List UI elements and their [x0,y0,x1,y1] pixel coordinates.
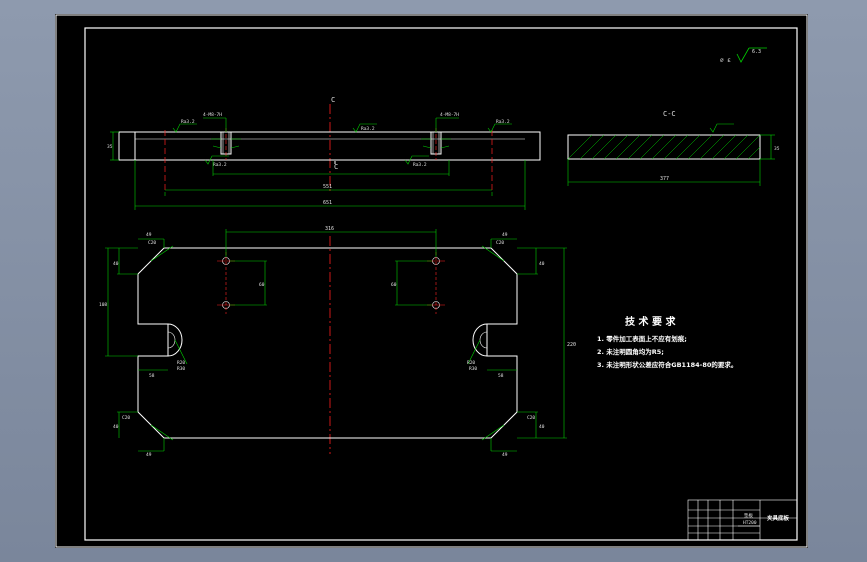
general-roughness-value: 6.3 [752,49,761,55]
dim-slot-r2-right: R30 [469,366,477,372]
title-part-name: 垫板 [744,512,753,519]
note-1: 1. 零件加工表面上不应有划痕; [597,334,687,343]
thread-hole-left [211,128,241,160]
dim-section-width: 377 [660,176,669,182]
dim-corner-49-br: 49 [502,452,508,458]
cad-drawing: ⌀ ε 6.3 C C [55,14,808,548]
dim-corner-40-bl: 40 [113,424,119,430]
dim-corner-49-tl: 49 [146,232,152,238]
roughness-5: Ra3.2 [213,162,227,168]
sheet-outer-border [55,14,808,548]
dim-corner-49-bl: 49 [146,452,152,458]
dim-corner-49-tr: 49 [502,232,508,238]
dim-corner-40-tr: 40 [539,261,545,267]
general-roughness-symbol: ⌀ ε 6.3 [720,47,767,64]
dim-hole-spacing-right: 60 [391,282,397,288]
note-3: 3. 未注明形状公差应符合GB1184-80的要求。 [597,360,737,369]
dim-plate-width: 220 [567,342,576,348]
title-drawing-name: 夹具底板 [767,514,790,522]
plan-view: 316 60 60 220 108 C20 C20 C20 C20 49 49 … [99,226,576,458]
dim-slot-r-right: R20 [467,360,475,366]
dim-slot-58-right: 58 [498,373,504,379]
svg-text:⌀ ε: ⌀ ε [720,57,731,64]
drawing-viewport[interactable]: ⌀ ε 6.3 C C [55,14,808,548]
dim-corner-40-br: 40 [539,424,545,430]
dim-slot-r-left: R20 [177,360,185,366]
notes-title: 技 术 要 求 [625,315,676,328]
thread-callout-right: 4-M8-7H [440,112,459,118]
dim-inner-length: 551 [323,184,332,190]
thread-hole-right [421,128,451,160]
dim-left-height: 108 [99,302,107,308]
dim-corner-40-tl: 40 [113,261,119,267]
title-material: HT200 [743,520,757,526]
roughness-4: Ra3.2 [413,162,427,168]
section-label-bottom: C [334,163,338,171]
technical-requirements: 技 术 要 求 1. 零件加工表面上不应有划痕; 2. 未注明圆角均为R5; 3… [597,315,737,369]
plan-outline [137,247,518,439]
front-body-outline [118,131,541,161]
dim-height-side: 35 [107,144,113,150]
roughness-1: Ra3.2 [181,119,195,125]
dim-slot-r2-left: R30 [177,366,185,372]
section-view-cc: C-C 377 35 [567,110,780,186]
title-block [687,499,798,541]
dim-hole-spacing-left: 60 [259,282,265,288]
dim-corner-bl: C20 [122,415,130,421]
section-view-title: C-C [663,110,676,118]
front-view: C C 4-M8-7H [107,96,541,210]
dim-overall-length: 651 [323,200,332,206]
dim-corner-tr: C20 [496,240,504,246]
sheet-inner-border [84,27,798,541]
thread-callout-left: 4-M8-7H [203,112,222,118]
section-label-top: C [331,96,335,104]
dim-corner-tl: C20 [148,240,156,246]
dim-section-height: 35 [774,146,780,152]
dim-corner-br: C20 [527,415,535,421]
dim-center-span: 316 [325,226,334,232]
roughness-3: Ra3.2 [496,119,510,125]
note-2: 2. 未注明圆角均为R5; [597,347,664,356]
roughness-2: Ra3.2 [361,126,375,132]
dim-slot-58-left: 58 [149,373,155,379]
